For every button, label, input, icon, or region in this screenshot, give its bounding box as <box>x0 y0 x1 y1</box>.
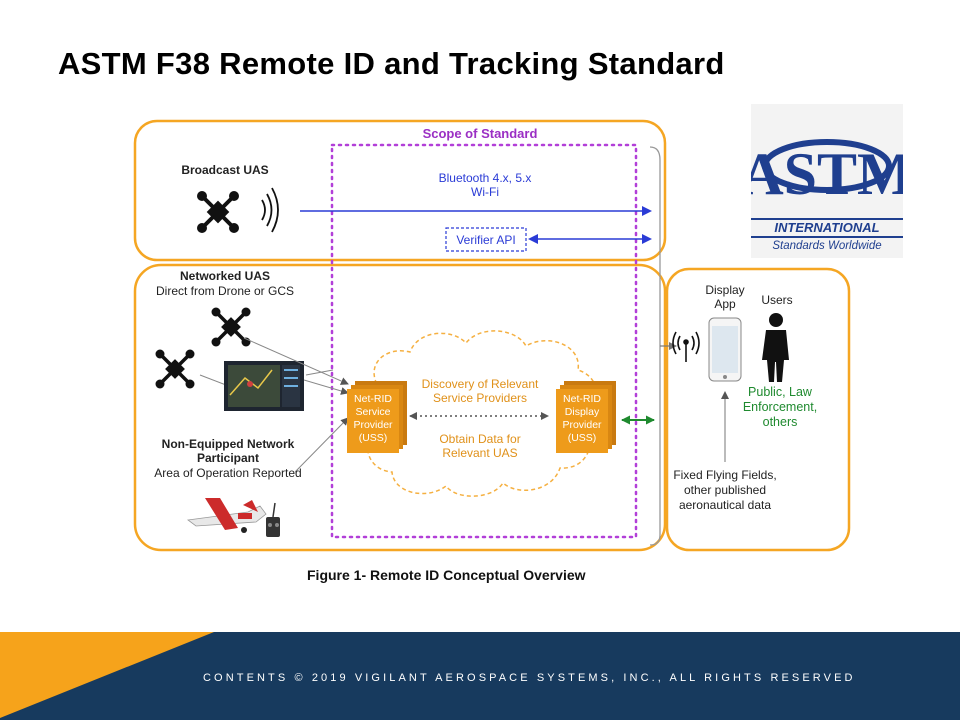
logo-tagline: Standards Worldwide <box>772 240 882 252</box>
astm-logo: ASTM INTERNATIONAL Standards Worldwide <box>740 104 914 258</box>
networked-drone-icon <box>211 307 251 347</box>
network-frame <box>133 263 667 552</box>
obtain-data-label-1: Obtain Data for <box>439 432 521 446</box>
gcs-screen-icon <box>224 361 304 411</box>
networked-uas-subtitle: Direct from Drone or GCS <box>155 284 295 298</box>
astm-globe-icon: ASTM <box>740 139 914 207</box>
slide-title: ASTM F38 Remote ID and Tracking Standard <box>58 46 725 81</box>
bluetooth-label: Bluetooth 4.x, 5.x <box>438 171 532 185</box>
broadcast-drone-icon <box>197 191 239 233</box>
rc-airplane-icon <box>186 498 267 533</box>
verifier-api-label: Verifier API <box>456 233 516 247</box>
fixed-fields-label-2: other published <box>683 483 767 497</box>
phone-icon <box>708 317 742 382</box>
fixed-fields-label-3: aeronautical data <box>678 498 772 512</box>
discovery-label-2: Service Providers <box>432 391 528 405</box>
svg-text:ASTM: ASTM <box>751 141 903 207</box>
transmitter-icon <box>266 502 280 537</box>
wifi-label: Wi-Fi <box>471 185 499 199</box>
scope-label: Scope of Standard <box>422 126 538 141</box>
users-desc-3: others <box>762 415 798 429</box>
figure-caption: Figure 1- Remote ID Conceptual Overview <box>307 567 586 583</box>
user-person-icon <box>762 313 789 382</box>
service-provider-label: Net-RID Service Provider (USS) <box>353 393 393 444</box>
display-frame <box>665 267 851 552</box>
bracket-line <box>649 146 661 546</box>
service-provider-box <box>347 381 407 453</box>
broadcast-frame <box>133 119 667 262</box>
footer-accent <box>0 632 214 718</box>
footer-copyright: CONTENTS © 2019 VIGILANT AEROSPACE SYSTE… <box>203 672 856 684</box>
fixed-fields-label-1: Fixed Flying Fields, <box>673 468 777 482</box>
logo-international: INTERNATIONAL <box>751 218 903 238</box>
scope-box <box>330 143 638 539</box>
users-label: Users <box>761 293 793 307</box>
users-desc-1: Public, Law <box>748 385 812 399</box>
display-app-label-2: App <box>714 297 736 311</box>
display-provider-label: Net-RID Display Provider (USS) <box>562 393 602 444</box>
non-equipped-subtitle: Area of Operation Reported <box>154 466 302 480</box>
radio-waves-icon <box>261 187 279 233</box>
non-equipped-label-2: Participant <box>196 451 259 465</box>
networked-uas-label: Networked UAS <box>179 269 271 283</box>
obtain-data-label-2: Relevant UAS <box>442 446 518 460</box>
antenna-icon <box>672 331 700 362</box>
cloud-outline <box>364 330 598 497</box>
non-equipped-label-1: Non-Equipped Network <box>161 437 295 451</box>
discovery-label-1: Discovery of Relevant <box>421 377 539 391</box>
users-desc-2: Enforcement, <box>742 400 818 414</box>
gcs-drone-icon <box>155 349 195 389</box>
broadcast-uas-label: Broadcast UAS <box>181 163 269 177</box>
verifier-box <box>445 227 527 252</box>
display-app-label-1: Display <box>705 283 745 297</box>
display-provider-box <box>556 381 616 453</box>
